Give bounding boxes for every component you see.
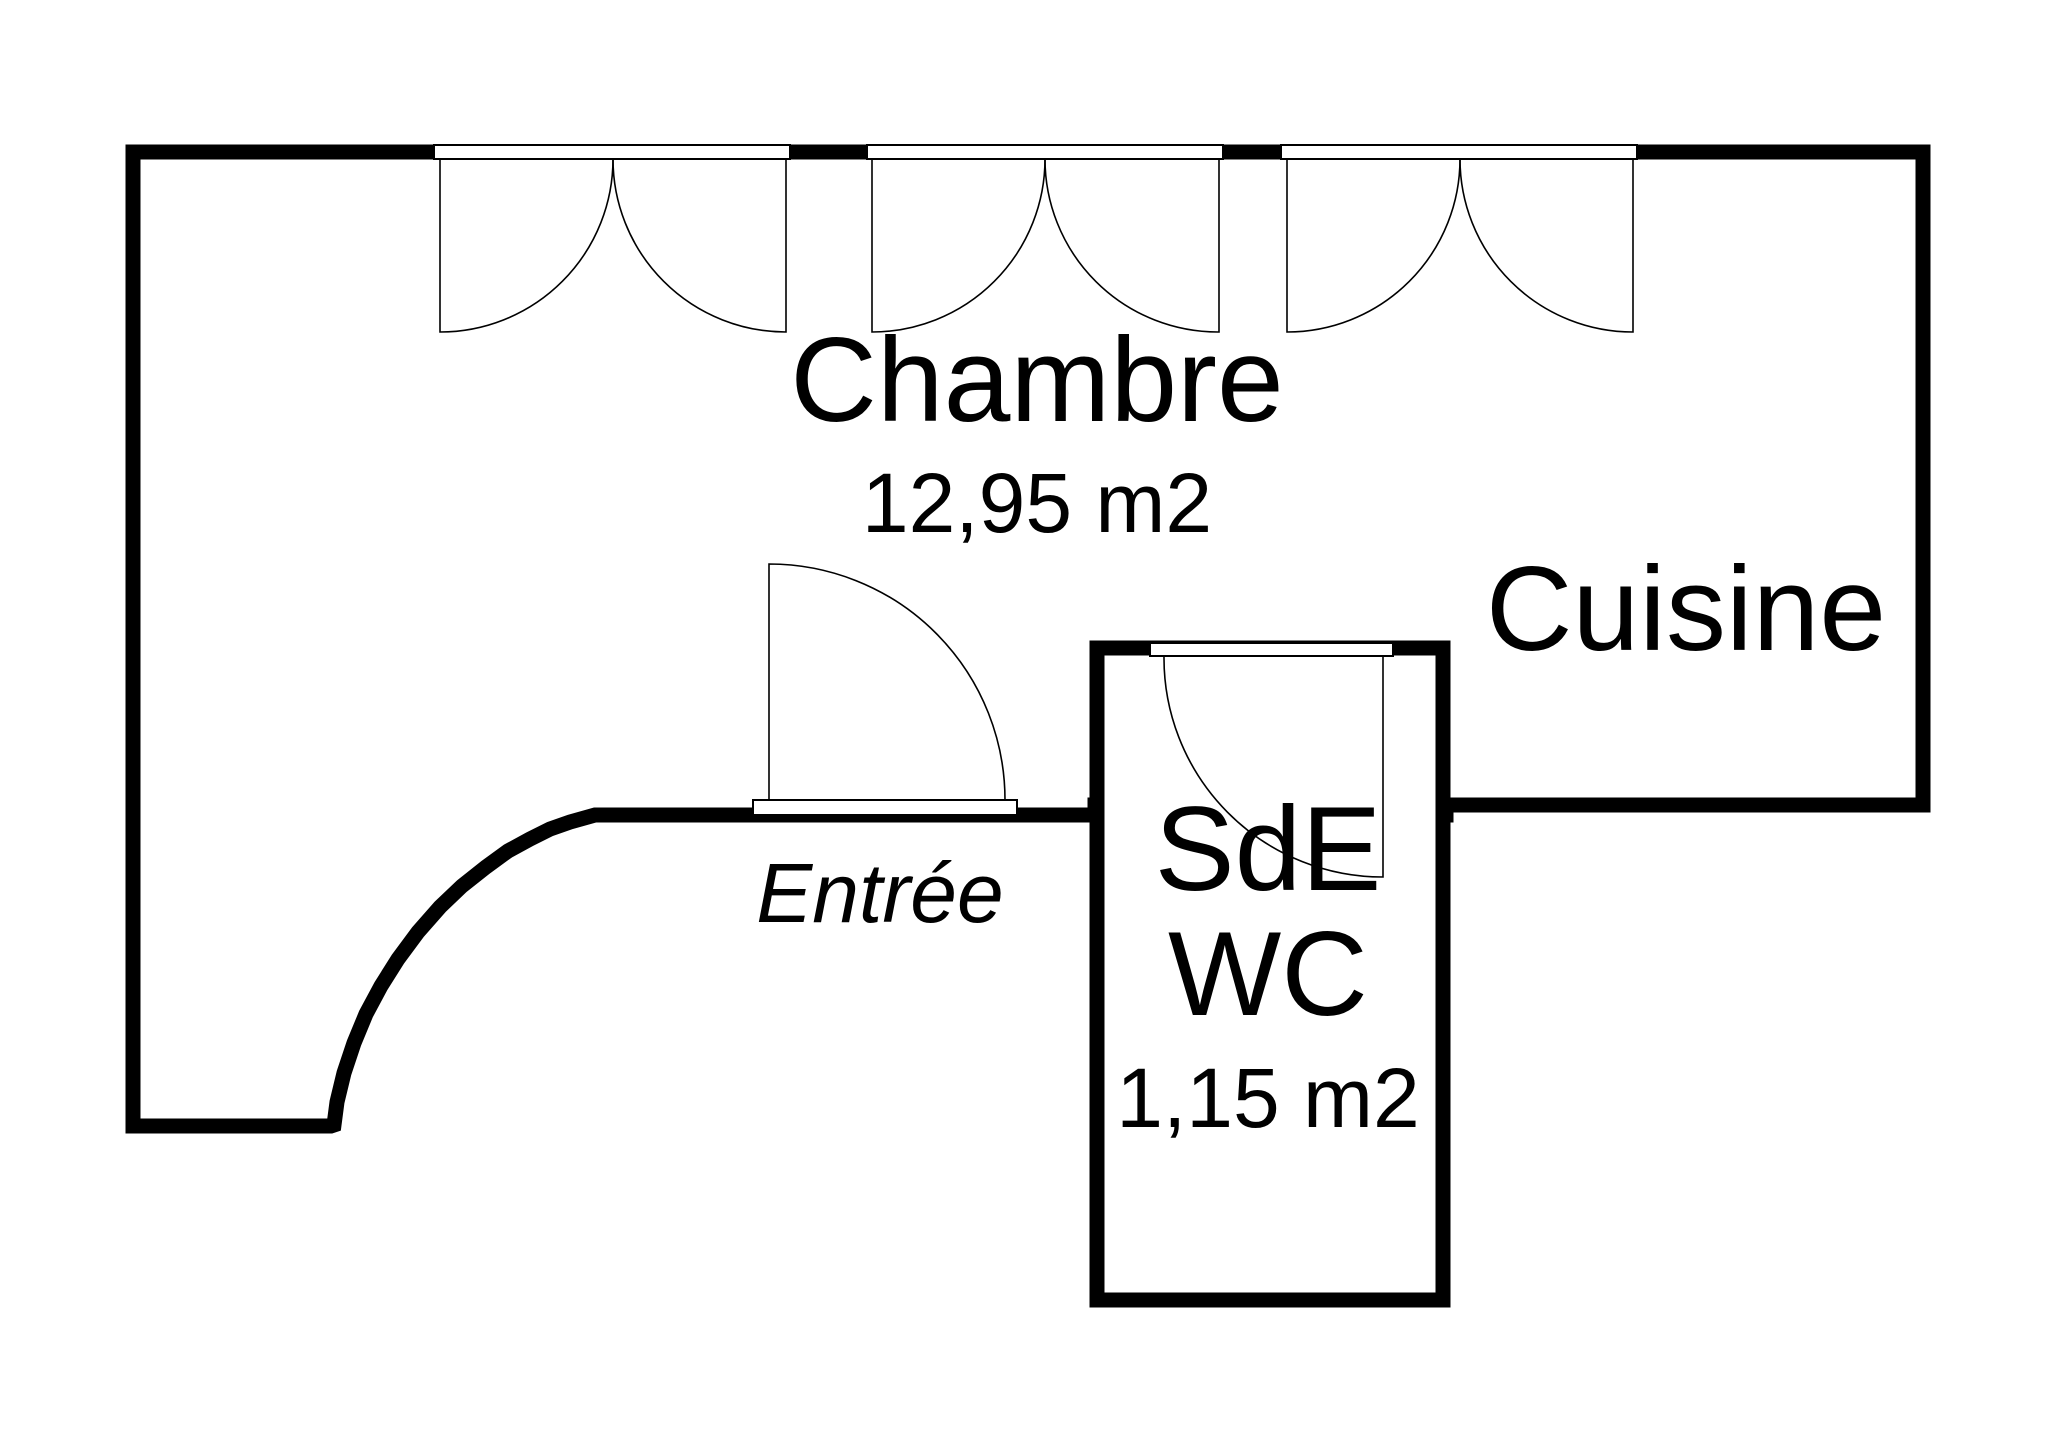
door-swing-2b	[1044, 158, 1220, 333]
entrance-opening	[752, 799, 1018, 816]
sde-door-opening	[1149, 642, 1394, 657]
window-1	[433, 144, 791, 160]
door-swing-3a	[1286, 158, 1461, 333]
window-2	[866, 144, 1224, 160]
sde-door-swing	[1163, 655, 1384, 878]
entrance-door-swing	[768, 563, 1006, 801]
room-label-wc: WC	[1168, 907, 1368, 1041]
door-swing-3b	[1459, 158, 1634, 333]
door-swing-1b	[612, 158, 787, 333]
room-area-sde: 1,15 m2	[1116, 1051, 1420, 1145]
room-label-chambre: Chambre	[790, 313, 1284, 447]
room-label-entree: Entrée	[756, 846, 1004, 940]
door-swing-2a	[871, 158, 1046, 333]
door-swing-1a	[439, 158, 614, 333]
exterior-wall	[125, 144, 1931, 1134]
room-label-cuisine: Cuisine	[1486, 542, 1886, 676]
window-3	[1280, 144, 1638, 160]
room-area-chambre: 12,95 m2	[862, 456, 1212, 550]
room-label-sde: SdE	[1155, 782, 1382, 916]
